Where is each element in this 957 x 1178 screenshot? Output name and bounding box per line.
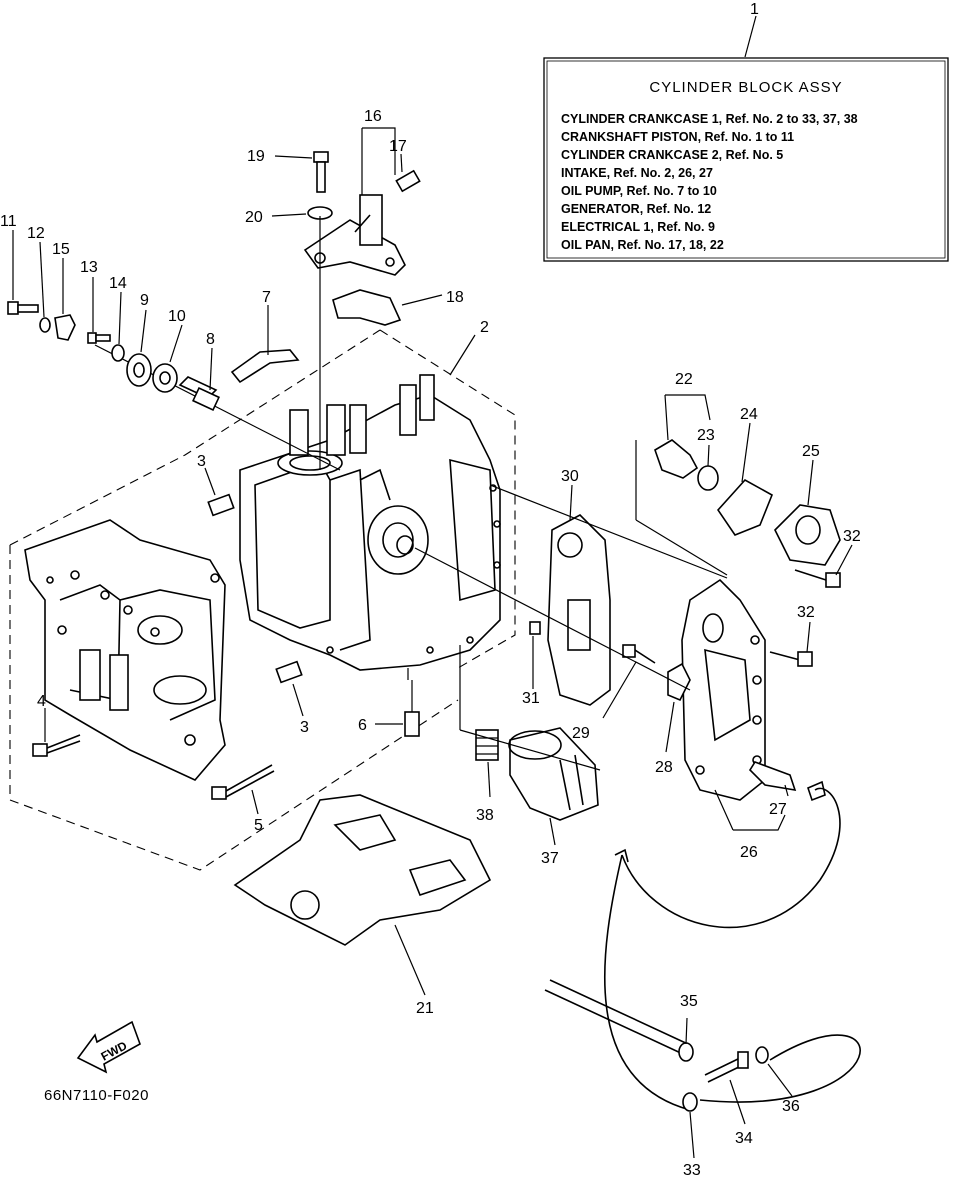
callout-31: 31	[522, 690, 540, 707]
callout-32: 32	[797, 604, 815, 621]
washer-12	[39, 317, 51, 333]
callout-33: 33	[683, 1162, 701, 1178]
plate-28	[667, 662, 691, 702]
screw-13	[87, 332, 111, 344]
callout-19: 19	[247, 148, 265, 165]
crankcase-boundary	[9, 545, 459, 871]
sleeve-8	[178, 376, 220, 412]
hose-35	[544, 989, 686, 1056]
bolt-32	[794, 569, 841, 588]
legend-row: CYLINDER CRANKCASE 1, Ref. No. 2 to 33, …	[561, 112, 858, 126]
bolt-4	[32, 734, 81, 757]
bolt-29	[622, 644, 656, 664]
legend-row: INTAKE, Ref. No. 2, 26, 27	[561, 166, 713, 180]
crankcase	[24, 519, 226, 781]
cover-26	[681, 578, 766, 801]
callout-35: 35	[680, 993, 698, 1010]
callout-38: 38	[476, 807, 494, 824]
pin-6	[404, 711, 420, 737]
callout-21: 21	[416, 1000, 434, 1017]
gasket-18	[332, 289, 402, 326]
seal-9	[126, 353, 152, 387]
callout-6: 6	[358, 717, 367, 734]
hose-7	[230, 349, 300, 384]
callout-5: 5	[254, 817, 263, 834]
callout-16: 16	[364, 108, 382, 125]
callout-36: 36	[782, 1098, 800, 1115]
callout-24: 24	[740, 406, 758, 423]
callout-23: 23	[697, 427, 715, 444]
callout-27: 27	[769, 801, 787, 818]
block-boundary	[379, 329, 516, 669]
fitting-27	[748, 761, 797, 792]
stud-38	[475, 729, 499, 761]
fwd-direction-arrow: FWD	[76, 1020, 141, 1074]
callout-3: 3	[197, 453, 206, 470]
clamp-15	[54, 314, 76, 341]
bolt-5	[211, 764, 275, 800]
hose-33	[621, 787, 841, 929]
callout-10: 10	[168, 308, 186, 325]
gasket-21	[233, 794, 492, 946]
pin-31	[529, 621, 541, 635]
legend-row: ELECTRICAL 1, Ref. No. 9	[561, 220, 715, 234]
callout-3: 3	[300, 719, 309, 736]
callout-28: 28	[655, 759, 673, 776]
washer-14	[111, 344, 125, 362]
block-boundary	[9, 329, 381, 546]
callout-25: 25	[802, 443, 820, 460]
callout-1: 1	[750, 1, 759, 18]
diagram-code: 66N7110-F020	[44, 1087, 149, 1104]
leader-lines	[12, 127, 853, 1159]
callout-26: 26	[740, 844, 758, 861]
leader-line	[744, 15, 757, 58]
callout-12: 12	[27, 225, 45, 242]
callout-22: 22	[675, 371, 693, 388]
sensor-22	[654, 439, 699, 479]
pipe-17	[395, 169, 421, 193]
joint-34	[704, 1051, 749, 1083]
legend-row: OIL PUMP, Ref. No. 7 to 10	[561, 184, 717, 198]
callout-20: 20	[245, 209, 263, 226]
cylinder-block	[239, 374, 501, 671]
legend-row: CRANKSHAFT PISTON, Ref. No. 1 to 11	[561, 130, 794, 144]
callout-9: 9	[140, 292, 149, 309]
dowel-3	[207, 493, 235, 517]
gasket-25	[716, 478, 774, 536]
callout-30: 30	[561, 468, 579, 485]
clamp-36	[755, 1046, 769, 1064]
legend-row: GENERATOR, Ref. No. 12	[561, 202, 711, 216]
bolt-19	[313, 151, 329, 193]
callout-14: 14	[109, 275, 127, 292]
washer-23	[697, 465, 719, 491]
callout-8: 8	[206, 331, 215, 348]
callout-11: 11	[0, 213, 17, 230]
legend-row: CYLINDER CRANKCASE 2, Ref. No. 5	[561, 148, 783, 162]
callout-37: 37	[541, 850, 559, 867]
bolt-32	[769, 651, 813, 667]
callout-18: 18	[446, 289, 464, 306]
cover-24	[774, 504, 841, 566]
legend-box: CYLINDER BLOCK ASSY CYLINDER CRANKCASE 1…	[543, 57, 949, 262]
callout-4: 4	[37, 693, 46, 710]
callout-29: 29	[572, 725, 590, 742]
callout-7: 7	[262, 289, 271, 306]
callout-13: 13	[80, 259, 98, 276]
legend-row: OIL PAN, Ref. No. 17, 18, 22	[561, 238, 724, 252]
callout-17: 17	[389, 138, 407, 155]
callout-34: 34	[735, 1130, 753, 1147]
callout-labels: 1 2 3 3 4 5 6 7 8 9 10 11 12 13 14 15 16…	[0, 1, 861, 1178]
callout-32: 32	[843, 528, 861, 545]
legend-title: CYLINDER BLOCK ASSY	[649, 79, 842, 96]
bolt-11	[7, 301, 39, 315]
bearing-10	[152, 363, 178, 393]
callout-15: 15	[52, 241, 70, 258]
oil-pan-bracket	[303, 194, 406, 276]
dowel-3	[275, 660, 303, 684]
callout-2: 2	[480, 319, 489, 336]
